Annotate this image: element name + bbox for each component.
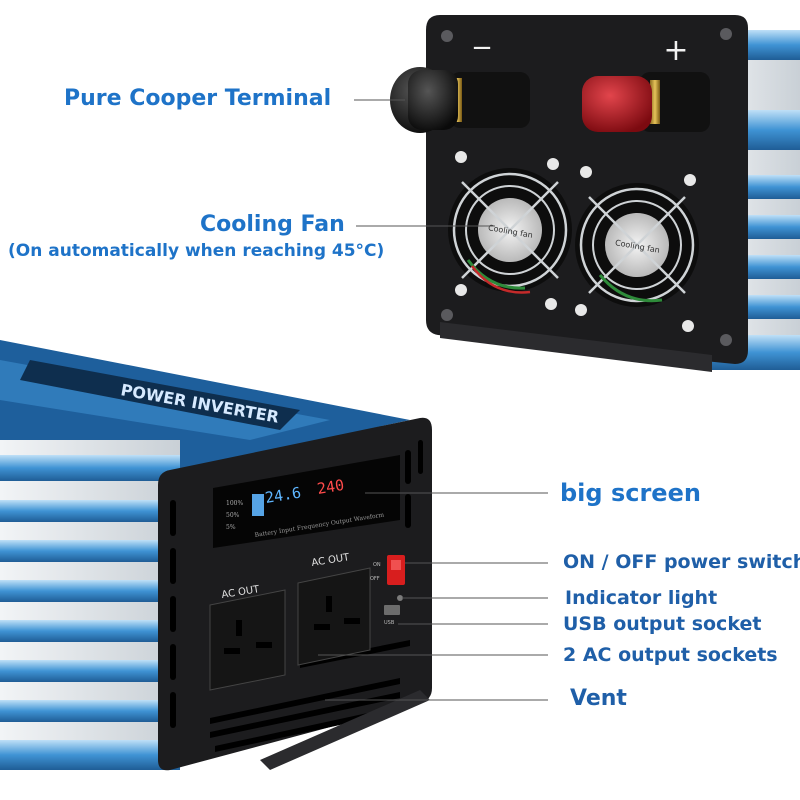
callout-vent: Vent (570, 686, 627, 711)
callout-indicator: Indicator light (565, 587, 718, 609)
negative-terminal (390, 67, 530, 133)
lcd-screen (213, 455, 400, 548)
power-switch (387, 555, 405, 585)
lcd-battery-50: 50% (226, 512, 240, 519)
positive-symbol: + (663, 33, 688, 68)
callout-terminal: Pure Cooper Terminal (64, 86, 332, 111)
callout-fan: Cooling Fan (200, 212, 345, 237)
switch-on-label: ON (373, 562, 381, 568)
indicator-light (397, 595, 403, 601)
callout-switch: ON / OFF power switch (563, 551, 800, 573)
lcd-battery-100: 100% (226, 500, 243, 507)
callout-usb: USB output socket (563, 613, 762, 635)
ac-socket-right (297, 567, 371, 666)
bottom-inverter-body: POWER INVERTER (0, 340, 410, 770)
switch-off-label: OFF (370, 576, 380, 582)
left-cooling-fan (448, 151, 572, 310)
lcd-voltage-reading: 24.6 (264, 484, 302, 507)
ac-socket-left (209, 589, 286, 691)
callout-fan-note: (On automatically when reaching 45°C) (8, 241, 385, 261)
usb-label: USB (384, 620, 395, 626)
negative-symbol: − (471, 33, 493, 63)
callout-screen: big screen (560, 479, 701, 507)
right-cooling-fan (575, 166, 699, 332)
callout-ac-sockets: 2 AC output sockets (563, 644, 778, 666)
usb-socket (384, 605, 400, 615)
positive-terminal (582, 72, 710, 132)
lcd-battery-5: 5% (226, 524, 236, 531)
lcd-output-reading: 240 (316, 476, 346, 498)
